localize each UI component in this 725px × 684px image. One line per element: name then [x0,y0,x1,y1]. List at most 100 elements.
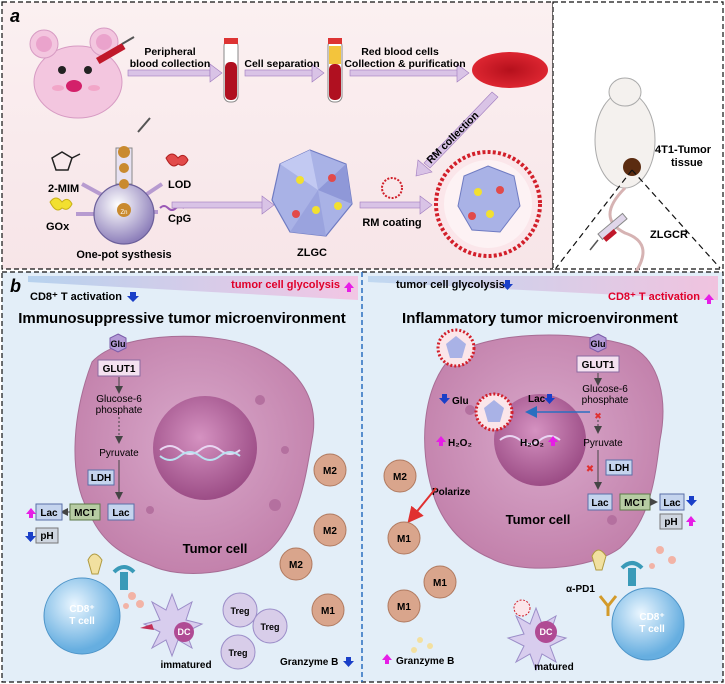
left-cd8-down-arrow [127,292,139,302]
right-h2o2-a-up-arrow [436,436,446,446]
right-block-x-1: ✖ [594,411,602,421]
left-ph-down-arrow [25,532,36,542]
rm-membrane-icon [381,177,403,199]
zoom-line-right [631,169,721,269]
right-lac-out: Lac [591,498,609,509]
left-m1-macrophage [311,593,345,627]
left-glu: Glu [111,339,126,349]
left-immatured: immatured [160,660,211,671]
right-ldh: LDH [609,463,630,474]
gox-label: GOx [46,221,70,233]
right-glu-icon [589,333,607,353]
mim-molecule-icon [51,151,81,171]
left-dc: DC [178,627,191,637]
blood-tube-2 [327,38,343,103]
zn-label: Zn [120,210,127,216]
right-lac-down-arrow [686,496,697,506]
panel-a-label: a [10,6,20,26]
right-glu-in: Glu [452,396,469,407]
right-apd1: α-PD1 [566,584,595,595]
right-polarize: Polarize [432,487,471,498]
step-rbc-line1: Red blood cells [361,46,439,58]
left-tumor-cell-label: Tumor cell [183,541,248,556]
left-glut1: GLUT1 [103,364,136,375]
treg-1: Treg [230,606,249,616]
right-lac-out-box [587,493,613,511]
right-glu-in-down-arrow [439,394,450,404]
left-mct: MCT [74,508,96,519]
left-g6p-line1: Glucose-6 [96,394,142,405]
arrow-to-zlgc [171,195,275,215]
right-cd8-up-arrow [704,294,714,304]
right-ph: pH [664,517,677,528]
right-lac-in-down-arrow [544,394,555,404]
panel-b-label: b [10,276,21,296]
blood-tube-1 [223,38,239,103]
right-glu: Glu [591,339,606,349]
arrow-mim-to-flask [81,182,105,198]
arrow-separation [244,63,325,83]
red-blood-cell [472,52,548,88]
gox-icon [49,197,73,211]
right-pyruvate: Pyruvate [583,438,623,449]
right-g6p-line1: Glucose-6 [582,384,628,395]
step-separation: Cell separation [244,58,319,70]
lod-label: LOD [168,179,191,191]
right-ph-up-arrow [686,516,696,526]
left-m2-macrophages [279,453,347,581]
tumor-tissue-line2: tissue [671,157,703,169]
left-m2-1: M2 [323,466,337,477]
left-m1: M1 [321,606,335,617]
left-glycolysis: tumor cell glycolysis [231,279,340,291]
left-cd8-line2: T cell [69,616,95,627]
right-banner [368,276,718,300]
right-pd1-receptor [591,549,644,586]
left-ph-box [35,527,59,544]
right-tumor-cell-label: Tumor cell [506,512,571,527]
treg-3: Treg [228,648,247,658]
right-block-x-2: ✖ [586,464,594,475]
zlgcr-nanoparticle-icon [434,150,542,258]
arrow-rbc [349,63,470,83]
right-m2: M2 [393,472,407,483]
right-h2o2-b-up-arrow [548,436,558,446]
right-granzyme: Granzyme B [396,656,454,667]
right-m2-macrophage [383,459,417,493]
zlgc-label: ZLGC [297,247,327,259]
right-dc: DC [540,627,553,637]
antibody-icon [598,595,618,616]
step-peripheral-line1: Peripheral [144,46,195,58]
left-cd8-activation: CD8⁺ T activation [30,291,122,303]
arrow-rm-coating [359,195,433,215]
right-m1-1: M1 [397,534,411,545]
left-title: Immunosuppressive tumor microenvironment [18,310,346,327]
right-h2o2-a: H₂O₂ [448,438,472,449]
right-cd8-activation: CD8⁺ T activation [608,291,700,303]
right-mct: MCT [624,498,646,509]
zlgcr-label: ZLGCR [650,229,688,241]
left-ldh-box [87,469,115,486]
left-m2-3: M2 [289,560,303,571]
cpg-label: CpG [168,213,191,225]
left-cd8-cell-icon [43,577,121,655]
right-dc-icon [506,599,568,672]
left-m2-2: M2 [323,526,337,537]
arrow-rm-collection [415,91,499,177]
right-h2o2-b: H₂O₂ [520,438,544,449]
left-pyruvate: Pyruvate [99,448,139,459]
left-glu-icon [109,333,127,353]
right-g6p-line2: phosphate [582,395,629,406]
right-glycolysis-down-arrow [502,280,513,290]
right-ldh-box [605,459,633,476]
right-lac-ext-box [659,493,685,511]
left-glycolysis-up-arrow [344,282,354,292]
syringe-icon [96,36,135,65]
rm-coating-label: RM coating [362,217,421,229]
right-cd8-line1: CD8⁺ [639,612,664,623]
right-matured: matured [534,662,573,673]
left-lac-in-box [107,503,135,521]
treg-2: Treg [260,622,279,632]
zlgc-crystal-icon [271,149,353,237]
mouse-icon [29,27,123,119]
